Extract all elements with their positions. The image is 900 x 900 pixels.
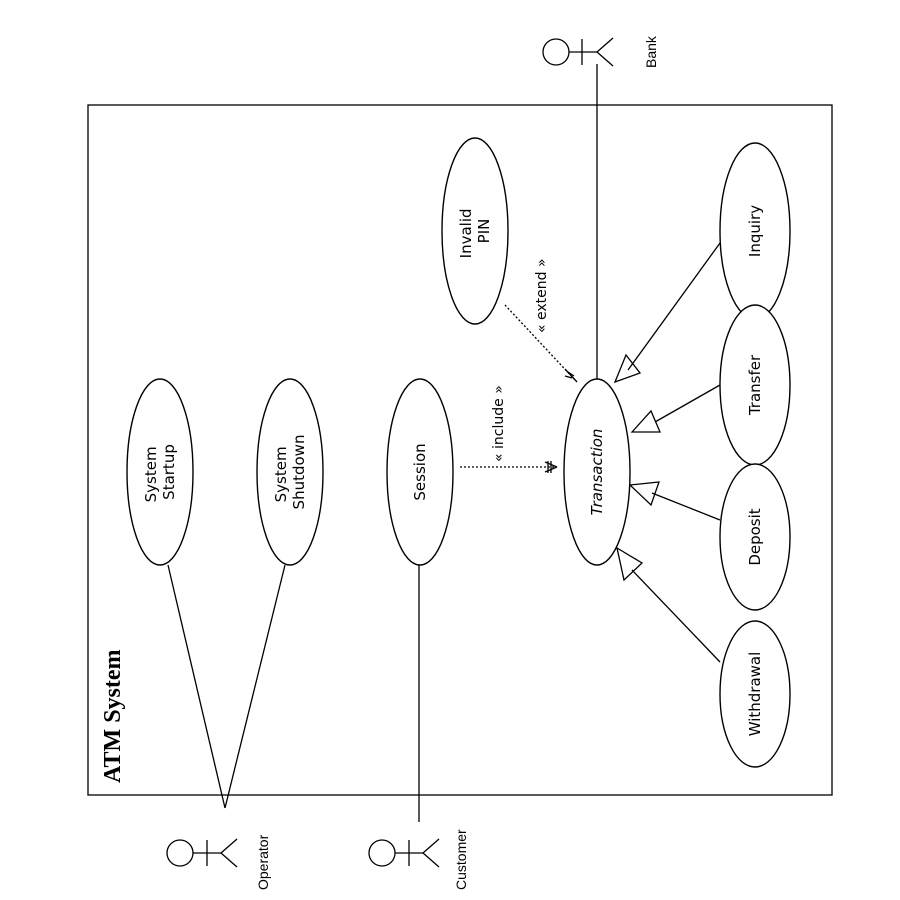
system-title: ATM System bbox=[100, 649, 126, 783]
inquiry-label: Inquiry bbox=[746, 205, 764, 257]
association-lines bbox=[167, 64, 598, 822]
actor-operator[interactable]: Operator bbox=[166, 834, 271, 890]
customer-stick-figure-icon bbox=[368, 838, 440, 868]
svg-text:Invalid PIN: Invalid PIN bbox=[457, 204, 493, 259]
inquiry-arrowhead bbox=[613, 353, 642, 384]
system-shutdown-line1: System bbox=[272, 446, 290, 502]
use-case-session[interactable]: Session bbox=[386, 378, 454, 566]
operator-stick-figure-icon bbox=[166, 838, 238, 868]
deposit-label: Deposit bbox=[746, 508, 764, 565]
bank-label: Bank bbox=[643, 35, 659, 68]
extend-dependency bbox=[504, 304, 578, 383]
inquiry-generalization bbox=[627, 242, 721, 371]
deposit-arrowhead bbox=[628, 481, 660, 507]
operator-shutdown-association bbox=[224, 564, 286, 809]
customer-label: Customer bbox=[453, 829, 469, 890]
transfer-arrowhead bbox=[630, 409, 661, 433]
system-boundary bbox=[87, 104, 833, 796]
actor-bank[interactable]: Bank bbox=[542, 35, 659, 68]
deposit-generalization bbox=[651, 492, 721, 521]
system-startup-line2: Startup bbox=[160, 444, 178, 500]
transfer-generalization bbox=[654, 384, 721, 423]
withdrawal-generalization bbox=[631, 569, 721, 663]
transfer-label: Transfer bbox=[746, 354, 764, 416]
use-case-invalid-pin[interactable]: Invalid PIN bbox=[441, 137, 509, 325]
use-case-withdrawal[interactable]: Withdrawal bbox=[719, 620, 791, 768]
svg-text:System Startup: System Startup bbox=[142, 442, 178, 503]
withdrawal-label: Withdrawal bbox=[746, 652, 764, 737]
bank-stick-figure-icon bbox=[542, 37, 614, 67]
system-shutdown-line2: Shutdown bbox=[290, 435, 308, 510]
session-label: Session bbox=[411, 443, 429, 500]
use-case-transfer[interactable]: Transfer bbox=[719, 304, 791, 466]
use-case-system-startup[interactable]: System Startup bbox=[126, 378, 194, 566]
invalid-pin-line1: Invalid bbox=[457, 208, 475, 258]
invalid-pin-line2: PIN bbox=[475, 219, 493, 244]
actor-customer[interactable]: Customer bbox=[368, 829, 469, 890]
use-case-system-shutdown[interactable]: System Shutdown bbox=[256, 378, 324, 566]
use-case-deposit[interactable]: Deposit bbox=[719, 463, 791, 611]
include-dependency bbox=[460, 461, 558, 473]
withdrawal-arrowhead bbox=[616, 546, 644, 582]
extend-label: « extend » bbox=[534, 258, 550, 333]
transaction-label: Transaction bbox=[588, 429, 606, 516]
operator-startup-association bbox=[167, 564, 226, 809]
include-label: « include » bbox=[491, 385, 507, 462]
system-startup-line1: System bbox=[142, 446, 160, 502]
svg-text:System Shutdown: System Shutdown bbox=[272, 435, 308, 510]
use-case-transaction[interactable]: Transaction bbox=[563, 378, 631, 566]
operator-label: Operator bbox=[255, 834, 271, 890]
use-case-inquiry[interactable]: Inquiry bbox=[719, 142, 791, 320]
generalizations bbox=[613, 242, 721, 663]
